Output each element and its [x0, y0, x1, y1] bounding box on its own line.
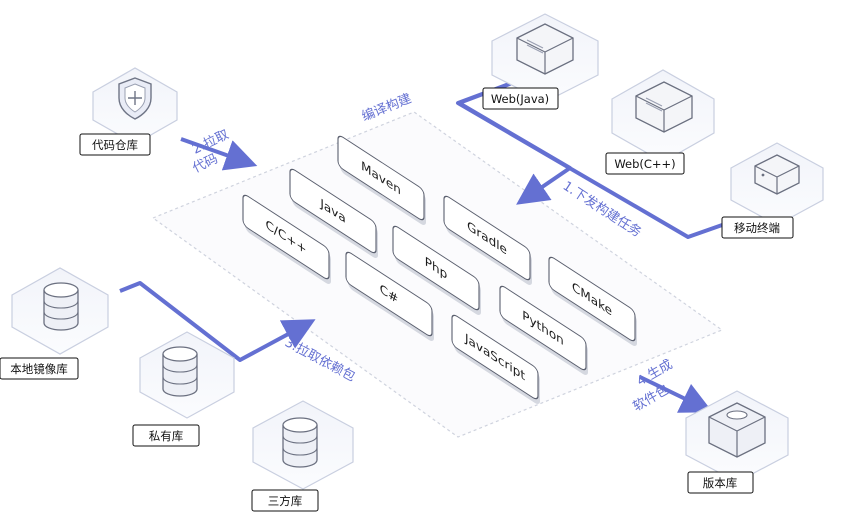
node-private-repo: 私有库	[149, 429, 184, 443]
flow-code-to-platform	[180, 137, 258, 171]
language-card: CMake	[548, 256, 637, 346]
flow-generate	[639, 375, 713, 413]
database-icon	[162, 346, 198, 397]
node-version-repo: 版本库	[703, 476, 738, 490]
node-code-repo: 代码仓库	[92, 138, 138, 152]
database-icon	[282, 417, 318, 468]
node-local-mirror: 本地镜像库	[10, 362, 68, 376]
node-label-box	[687, 471, 754, 494]
node-third-party: 三方库	[268, 494, 303, 508]
language-card: C#	[345, 251, 434, 341]
language-card: Maven	[337, 135, 426, 225]
node-label-box	[251, 489, 319, 512]
node-label-box	[482, 87, 559, 110]
node-label-box	[132, 424, 200, 447]
language-card: Php	[392, 225, 481, 315]
node-labels: 代码仓库 Web(Java) Web(C++) 移动终端 本地镜像库 私有库 三…	[0, 87, 794, 512]
node-web-cpp: Web(C++)	[614, 157, 675, 171]
language-card: Java	[289, 168, 378, 258]
device-icon	[754, 154, 800, 195]
node-label-box	[79, 133, 151, 156]
step-generate-line2: 软件包	[631, 382, 672, 414]
language-card: Gradle	[443, 195, 532, 285]
pedestals	[11, 13, 824, 490]
node-mobile: 移动终端	[734, 221, 780, 235]
node-label-box	[0, 357, 79, 380]
database-icon	[43, 282, 79, 331]
flow-deps	[119, 281, 316, 362]
node-label-box	[605, 152, 685, 175]
shield-icon	[118, 77, 152, 120]
server-icon	[516, 23, 574, 75]
archive-box-icon	[708, 402, 766, 458]
node-label-box	[721, 216, 794, 239]
server-icon	[635, 81, 693, 133]
node-web-java: Web(Java)	[491, 92, 549, 106]
